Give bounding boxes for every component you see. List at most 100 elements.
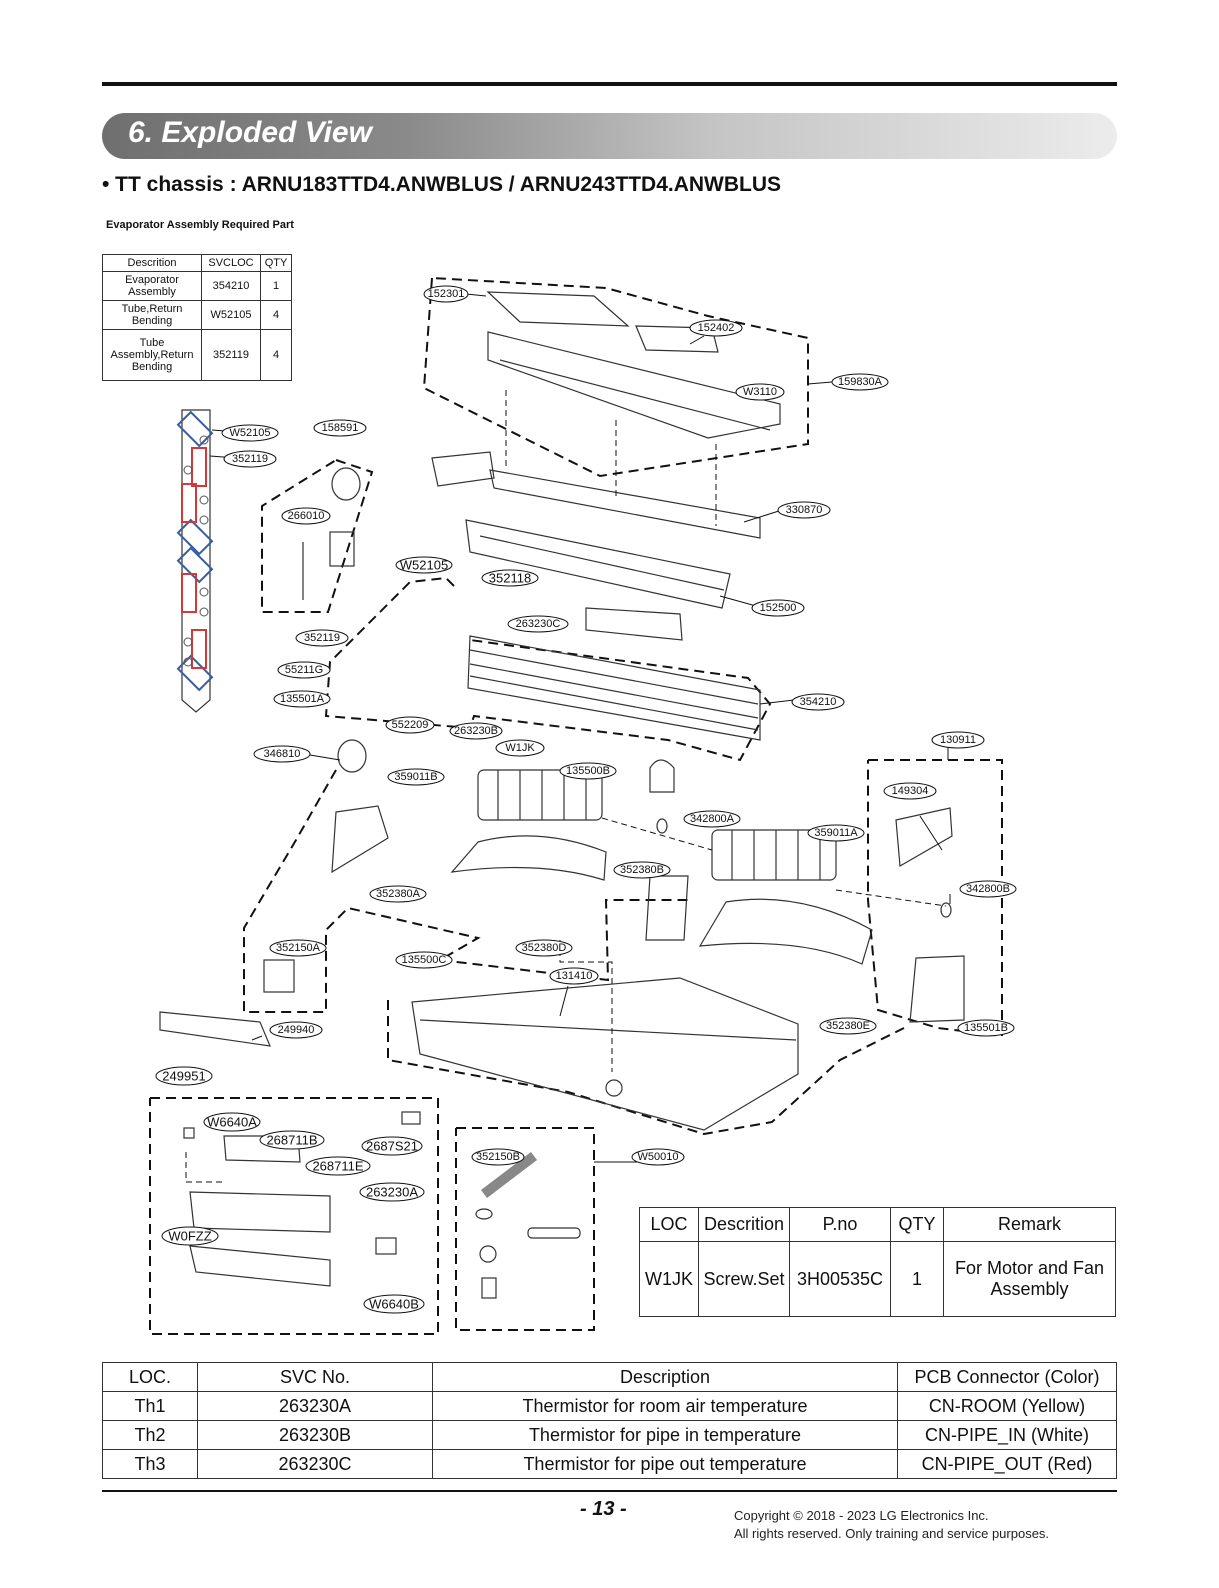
cross-flow-fan-a-part <box>711 829 837 881</box>
tube-hole <box>199 515 209 525</box>
leader-line <box>807 381 833 385</box>
callout-label: 352150A <box>276 942 321 954</box>
drain-hose-352150b-part <box>480 1152 538 1198</box>
blue-marker <box>176 410 214 448</box>
callout-label: 135500C <box>402 954 447 966</box>
guide-line <box>559 940 613 1072</box>
chassis-subtitle: • TT chassis : ARNU183TTD4.ANWBLUS / ARN… <box>102 173 782 196</box>
tube-hole <box>183 637 193 647</box>
header-cell: LOC. <box>102 1362 198 1392</box>
leader-line <box>919 815 943 851</box>
fan-motor-part <box>337 739 367 773</box>
callout-label: 249951 <box>162 1069 205 1084</box>
callout-w0fzz <box>161 1226 219 1246</box>
callout-342800a <box>683 810 741 828</box>
fan-motor-mount-part <box>331 805 389 874</box>
drain-pan-part <box>465 519 731 609</box>
group-outlines <box>149 277 1003 1335</box>
coil-fin-line <box>469 649 759 705</box>
scroll-housing-a-part <box>450 835 607 881</box>
callout-label: W0FZZ <box>168 1229 211 1244</box>
table-row: Th1 263230A Thermistor for room air temp… <box>102 1391 1117 1421</box>
tube-hole <box>199 587 209 597</box>
callout-label: 2687S21 <box>366 1139 418 1154</box>
chassis-group-outline <box>243 769 690 1013</box>
leader-line <box>743 509 783 523</box>
right-side-bracket-part <box>909 955 965 1023</box>
callout-352150b <box>471 1148 525 1166</box>
table-header-row: LOC Descrition P.no QTY Remark <box>639 1207 1116 1242</box>
screw-set-table: LOC Descrition P.no QTY Remark W1JK Scre… <box>639 1207 1116 1317</box>
table-cell: CN-ROOM (Yellow) <box>897 1391 1117 1421</box>
callout-label: 352380A <box>376 888 421 900</box>
control-box-cover-part <box>189 1245 331 1287</box>
coil-fin-line <box>469 663 759 719</box>
tube-hole <box>199 607 209 617</box>
callout-label: 354210 <box>800 696 837 708</box>
table-cell: For Motor and Fan Assembly <box>943 1241 1116 1317</box>
callout-label: 263230A <box>366 1185 418 1200</box>
callout-352380d <box>515 939 573 957</box>
leader-line <box>559 985 569 1017</box>
table-row: Tube Assembly,Return Bending 352119 4 <box>102 329 292 381</box>
copyright-line: Copyright © 2018 - 2023 LG Electronics I… <box>734 1508 989 1523</box>
bearing-a-part <box>656 818 668 834</box>
filter-small-part <box>635 325 719 353</box>
callout-2687s21 <box>361 1136 423 1156</box>
table-row: Th2 263230B Thermistor for pipe in tempe… <box>102 1420 1117 1450</box>
callout-label: 268711B <box>266 1133 317 1148</box>
tube-hole <box>183 657 193 667</box>
top-rule <box>102 82 1117 86</box>
header-cell: Description <box>432 1362 898 1392</box>
cross-flow-fan-b-part <box>477 769 603 821</box>
evaporator-caption: Evaporator Assembly Required Part <box>106 219 294 231</box>
bracket-249940-part <box>159 1011 271 1047</box>
copyright-line: All rights reserved. Only training and s… <box>734 1526 1050 1541</box>
callout-label: 130911 <box>940 734 976 746</box>
evaporator-parts-table: Descrition SVCLOC QTY Evaporator Assembl… <box>102 254 292 381</box>
transformer-part <box>375 1237 397 1255</box>
screw-part <box>481 1277 497 1299</box>
callout-label: W50010 <box>638 1151 679 1163</box>
callout-w1jk <box>495 739 545 757</box>
table-cell: 1 <box>260 271 292 301</box>
red-markers <box>181 447 207 669</box>
leader-line <box>309 754 341 761</box>
callout-label: 552209 <box>392 719 429 731</box>
table-cell: Screw.Set <box>698 1241 790 1317</box>
red-marker <box>191 629 207 669</box>
callout-label: W52105 <box>230 427 271 439</box>
callout-263230c <box>507 615 569 633</box>
table-cell: 4 <box>260 300 292 330</box>
callout-352150a <box>269 939 327 957</box>
callout-131410 <box>549 967 599 985</box>
part-drawings <box>159 291 965 1299</box>
callout-label: 263230B <box>454 725 498 737</box>
callout-135501b <box>957 1019 1015 1037</box>
evaporator-group-outline <box>324 576 772 762</box>
control-housing-part <box>431 451 495 487</box>
callout-w3110 <box>735 383 785 401</box>
control-box-housing-part <box>189 1191 331 1233</box>
coil-fin-line <box>469 675 759 731</box>
callout-55211g <box>277 661 331 679</box>
callout-354210 <box>791 693 845 711</box>
table-row: W1JK Screw.Set 3H00535C 1 For Motor and … <box>639 1241 1116 1317</box>
callout-label: 342800A <box>690 813 735 825</box>
callout-359011a <box>807 824 865 842</box>
tube-hole <box>199 435 209 445</box>
callout-label: 152301 <box>428 288 465 300</box>
pin-part <box>527 1227 581 1239</box>
callout-263230b <box>449 722 503 740</box>
red-marker <box>191 447 207 487</box>
callout-352119 <box>295 629 349 647</box>
table-cell: 354210 <box>201 271 261 301</box>
pcb-bracket-part <box>585 607 683 641</box>
cross-bar-part <box>489 469 761 539</box>
table-cell: 263230A <box>197 1391 433 1421</box>
tube-hole <box>199 495 209 505</box>
table-header-row: Descrition SVCLOC QTY <box>102 254 292 272</box>
callout-label: 352118 <box>489 571 531 586</box>
blue-marker <box>176 546 214 584</box>
leader-line <box>251 1035 263 1041</box>
